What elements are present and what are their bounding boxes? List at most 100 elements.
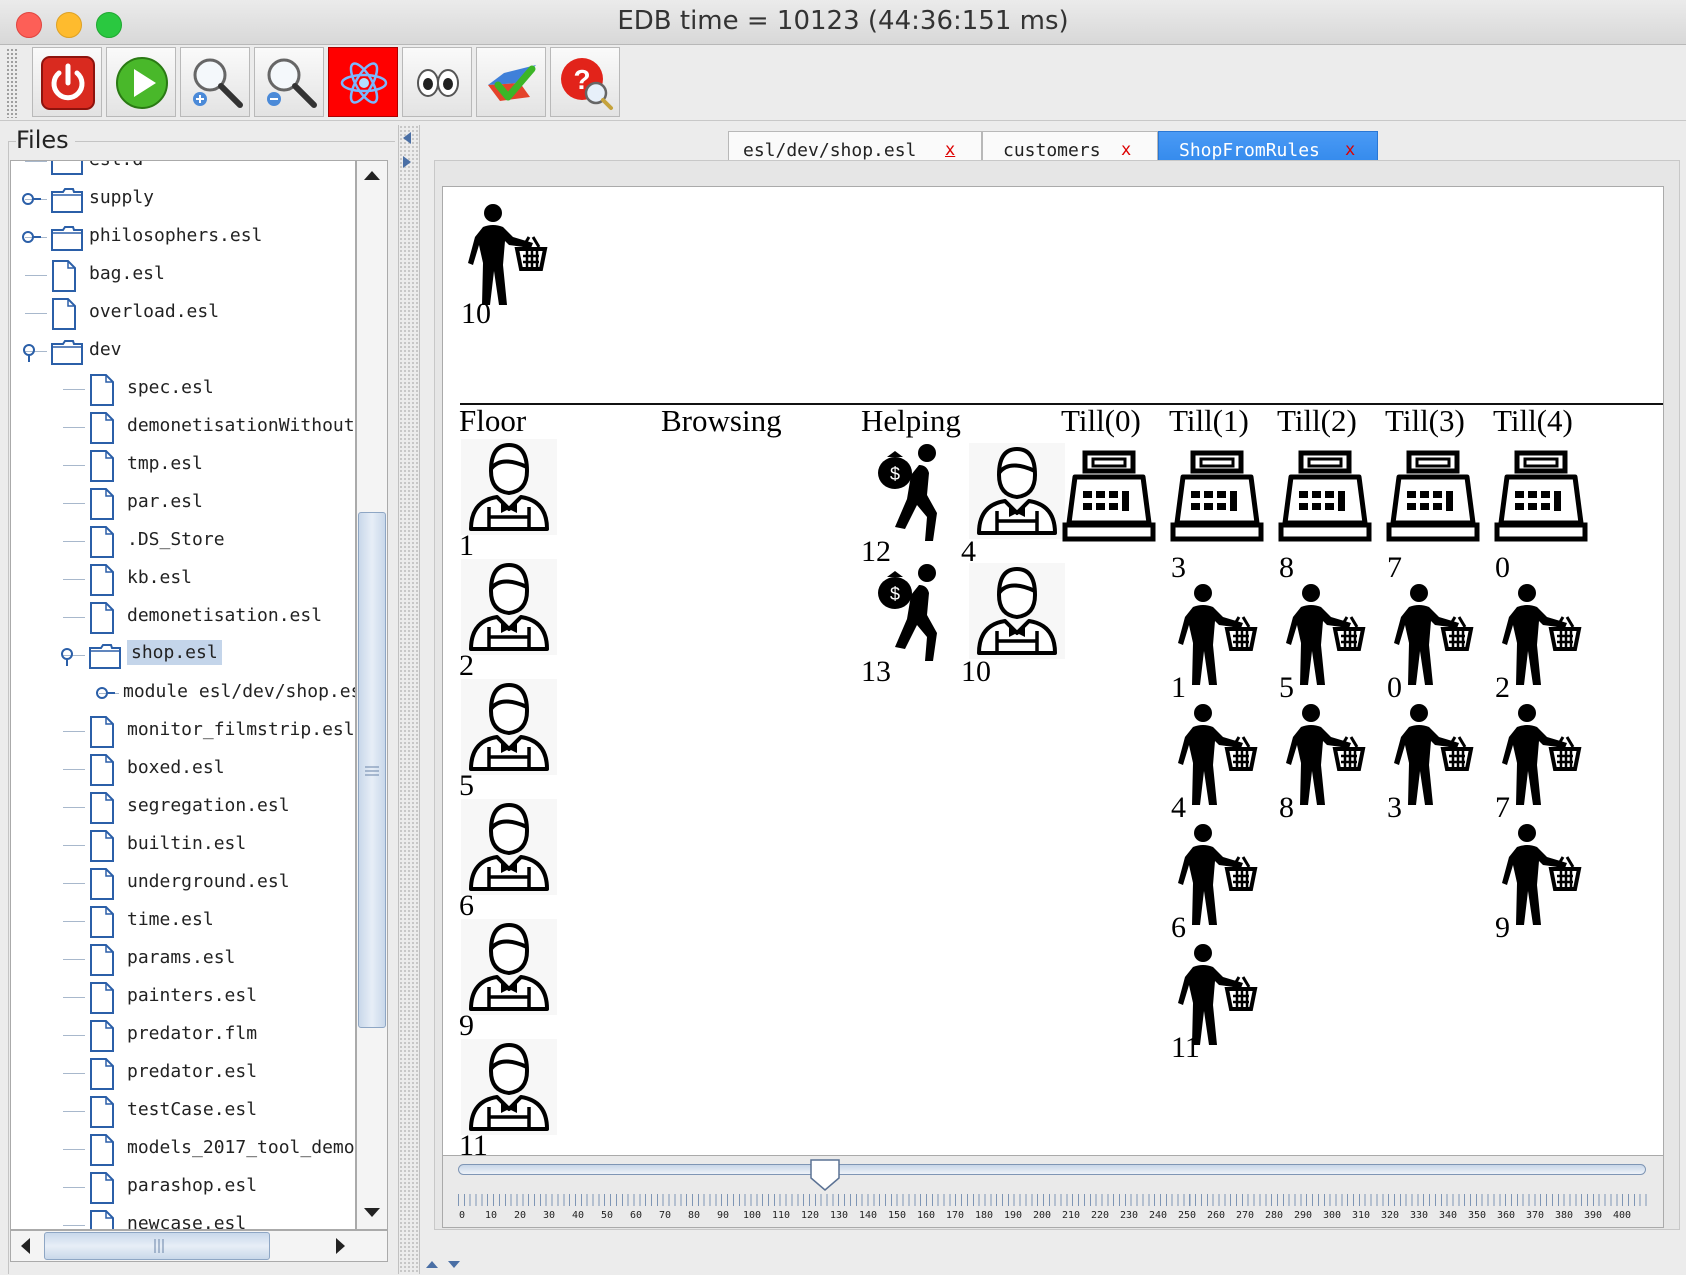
scroll-right-arrow-icon[interactable]: [326, 1232, 354, 1260]
tree-item[interactable]: spec.esl: [11, 371, 355, 409]
tab-close-icon[interactable]: x: [1345, 140, 1356, 160]
tree-item[interactable]: underground.esl: [11, 865, 355, 903]
tree-item[interactable]: monitor_filmstrip.esl: [11, 713, 355, 751]
timeline-tick-label: 400: [1613, 1210, 1632, 1221]
timeline-tick-label: 160: [917, 1210, 936, 1221]
tree-item[interactable]: tmp.esl: [11, 447, 355, 485]
staff-icon: [461, 1039, 557, 1140]
tree-item[interactable]: par.esl: [11, 485, 355, 523]
power-button[interactable]: [32, 47, 102, 117]
tree-connector-line: [63, 1187, 85, 1188]
column-header: Floor: [459, 403, 527, 438]
column-header: Helping: [861, 403, 961, 438]
check-icon: [488, 65, 536, 101]
staff-number: 4: [961, 535, 976, 568]
tree-item[interactable]: demonetisation.esl: [11, 599, 355, 637]
zoom-in-button[interactable]: [180, 47, 250, 117]
staff-number: 9: [459, 1009, 474, 1042]
tree-connector-line: [63, 731, 85, 732]
tab-label: customers: [1003, 140, 1101, 161]
shopper-icon: [1497, 703, 1583, 812]
run-button[interactable]: [106, 47, 176, 117]
file-tree[interactable]: esl.d supply philosophers.esl bag.esloverlo…: [10, 160, 356, 1230]
minimize-window-button[interactable]: [56, 12, 82, 38]
staff-number: 11: [459, 1129, 488, 1156]
scroll-left-arrow-icon[interactable]: [12, 1232, 40, 1260]
help-button[interactable]: ?: [550, 47, 620, 117]
zoom-out-button[interactable]: [254, 47, 324, 117]
tab-label: ShopFromRules: [1179, 140, 1320, 161]
collapse-left-arrow-icon[interactable]: [400, 130, 414, 149]
timeline-tick-label: 350: [1468, 1210, 1487, 1221]
toolbar-grip[interactable]: [6, 48, 18, 118]
tree-item-label: testCase.esl: [127, 1099, 258, 1120]
staff-number: 1: [459, 529, 474, 562]
play-icon: [116, 57, 168, 109]
timeline-tick-label: 190: [1004, 1210, 1023, 1221]
check-button[interactable]: [476, 47, 546, 117]
scroll-up-arrow-icon[interactable]: [358, 162, 386, 190]
tree-connector-line: [63, 845, 85, 846]
tree-vertical-scroll-thumb[interactable]: [358, 512, 386, 1028]
tree-item[interactable]: time.esl: [11, 903, 355, 941]
tree-item[interactable]: models_2017_tool_demo.p: [11, 1131, 355, 1169]
tree-item[interactable]: segregation.esl: [11, 789, 355, 827]
svg-text:$: $: [890, 584, 900, 604]
split-pane-divider[interactable]: [398, 125, 420, 1274]
tree-item-label: underground.esl: [127, 871, 290, 892]
column-header: Till(1): [1169, 403, 1249, 438]
timeline-slider-thumb[interactable]: [809, 1158, 840, 1196]
customer-number: 4: [1171, 791, 1186, 824]
tree-item[interactable]: overload.esl: [11, 295, 355, 333]
tree-item-label: .DS_Store: [127, 529, 225, 550]
bottom-split-arrows[interactable]: [424, 1256, 464, 1275]
tree-item[interactable]: params.esl: [11, 941, 355, 979]
tree-item[interactable]: testCase.esl: [11, 1093, 355, 1131]
tab-close-icon[interactable]: x: [1121, 140, 1132, 160]
atom-button[interactable]: [328, 47, 398, 117]
tree-item[interactable]: shop.esl: [11, 637, 355, 675]
tree-item[interactable]: painters.esl: [11, 979, 355, 1017]
zoom-window-button[interactable]: [96, 12, 122, 38]
close-window-button[interactable]: [16, 12, 42, 38]
tree-item[interactable]: predator.flm: [11, 1017, 355, 1055]
tree-item-label: parashop.esl: [127, 1175, 258, 1196]
scroll-down-arrow-icon[interactable]: [358, 1198, 386, 1226]
tree-item[interactable]: bag.esl: [11, 257, 355, 295]
tree-item[interactable]: dev: [11, 333, 355, 371]
tree-item[interactable]: newcase.esl: [11, 1207, 355, 1229]
tree-item[interactable]: philosophers.esl: [11, 219, 355, 257]
tab-close-icon[interactable]: x: [945, 140, 956, 160]
tree-connector-line: [63, 427, 85, 428]
tree-connector-line: [63, 503, 85, 504]
column-header: Till(2): [1277, 403, 1357, 438]
tree-item-label: demonetisationWithoutLe: [127, 415, 356, 436]
tree-connector-line: [63, 769, 85, 770]
tree-item[interactable]: parashop.esl: [11, 1169, 355, 1207]
staff-number: 6: [459, 889, 474, 922]
tree-item[interactable]: kb.esl: [11, 561, 355, 599]
tree-item[interactable]: boxed.esl: [11, 751, 355, 789]
expand-right-arrow-icon[interactable]: [400, 154, 414, 173]
svg-text:?: ?: [573, 64, 590, 95]
tree-item[interactable]: demonetisationWithoutLe: [11, 409, 356, 447]
tree-horizontal-scroll-thumb[interactable]: [44, 1232, 270, 1260]
tree-item[interactable]: supply: [11, 181, 355, 219]
tree-item[interactable]: builtin.esl: [11, 827, 355, 865]
tree-item[interactable]: esl.d: [11, 161, 355, 181]
tree-item-label: philosophers.esl: [89, 225, 263, 246]
files-panel-title: Files: [16, 126, 75, 154]
tree-item-label: esl.d: [89, 161, 143, 170]
tree-item[interactable]: module esl/dev/shop.esl: [11, 675, 355, 713]
staff-icon: [461, 559, 557, 660]
tree-item-label: demonetisation.esl: [127, 605, 323, 626]
tree-connector-line: [63, 1149, 85, 1150]
tree-item[interactable]: .DS_Store: [11, 523, 355, 561]
timeline-tick-label: 370: [1526, 1210, 1545, 1221]
timeline-tick-label: 360: [1497, 1210, 1516, 1221]
tree-connector-line: [63, 541, 85, 542]
timeline-slider-track[interactable]: [458, 1164, 1646, 1175]
watch-button[interactable]: [402, 47, 472, 117]
tree-item[interactable]: predator.esl: [11, 1055, 355, 1093]
